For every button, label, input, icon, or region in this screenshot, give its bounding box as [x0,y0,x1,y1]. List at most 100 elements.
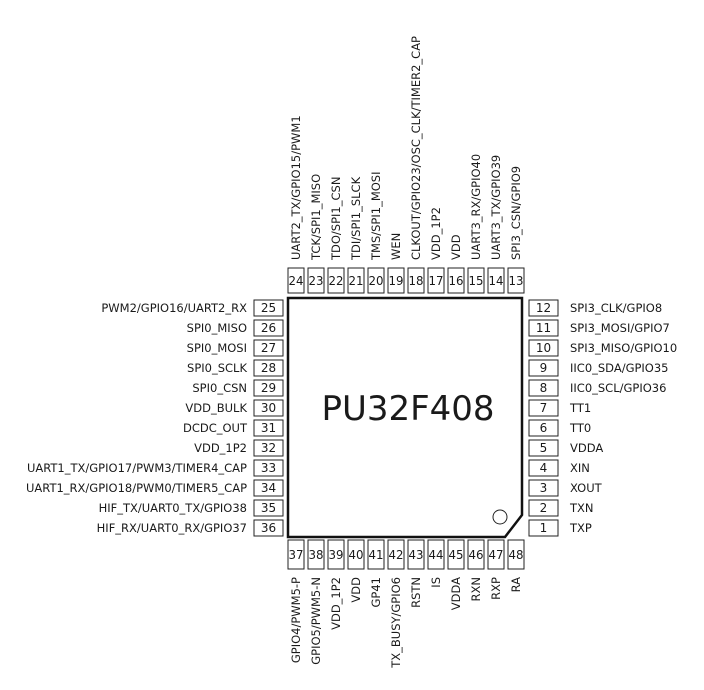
pin-label: TMS/SPI1_MOSI [369,172,383,261]
pin-number: 26 [261,321,276,335]
pin-box [507,539,525,570]
pin-number: 42 [389,548,404,562]
pin-label: IIC0_SCL/GPIO36 [570,381,666,395]
pin-box [253,319,284,337]
pin-box [253,359,284,377]
pin-number: 23 [309,274,324,288]
pin-label: GP41 [369,577,383,607]
pin-number: 40 [349,548,364,562]
pin-17: 17 VDD_1P2 [427,207,445,294]
pin-number: 17 [429,274,444,288]
pin-number: 22 [329,274,344,288]
pin-number: 11 [536,321,551,335]
pin-box [407,539,425,570]
pin-box [528,459,559,477]
pin-box [253,519,284,537]
pin-number: 15 [469,274,484,288]
pin-label: RXN [469,577,483,601]
pin-number: 10 [536,341,551,355]
pin-number: 18 [409,274,424,288]
pin-number: 35 [261,501,276,515]
pin-number: 21 [349,274,364,288]
pin-number: 34 [261,481,276,495]
pin-label: GPIO4/PWM5-P [289,577,303,663]
chip-body [286,296,524,539]
pin-number: 6 [540,421,548,435]
pin-label: RA [509,577,523,593]
pin-box [327,539,345,570]
pin-box [253,419,284,437]
pin-number: 7 [540,401,548,415]
pin-label: PWM2/GPIO16/UART2_RX [101,301,247,315]
pin-number: 45 [449,548,464,562]
pin-number: 13 [509,274,524,288]
pin-box [528,399,559,417]
pin-number: 2 [540,501,548,515]
pin-number: 4 [540,461,548,475]
pin-number: 27 [261,341,276,355]
pin-number: 39 [329,548,344,562]
pin-box [407,267,425,294]
pin-label: VDD_1P2 [429,207,443,260]
pin-label: SPI0_MISO [187,321,247,335]
pin-label: HIF_RX/UART0_RX/GPIO37 [97,521,247,535]
pin-number: 48 [509,548,524,562]
pin-label: VDDA [570,441,603,455]
pin-number: 37 [289,548,304,562]
pin-number: 28 [261,361,276,375]
pin-label: VDD_1P2 [194,441,247,455]
pin-label: SPI3_CLK/GPIO8 [570,301,662,315]
pin-box [427,539,445,570]
pin-label: TDO/SPI1_CSN [329,177,343,261]
pin-box [528,479,559,497]
pin-label: IS [429,577,443,588]
pin-label: TT0 [569,421,591,435]
pin-15: 15 UART3_RX/GPIO40 [467,154,485,294]
pin-box [528,519,559,537]
pin-number: 41 [369,548,384,562]
pin-label: CLKOUT/GPIO23/OSC_CLK/TIMER2_CAP [409,36,423,260]
pin-label: XIN [570,461,590,475]
pin-number: 38 [309,548,324,562]
pin-label: UART3_RX/GPIO40 [469,154,483,260]
pin-box [528,419,559,437]
pin-label: SPI0_CSN [192,381,247,395]
pin-label: TXN [569,501,594,515]
pin-box [253,459,284,477]
pin-box [253,379,284,397]
pin-box [253,339,284,357]
pin-number: 44 [429,548,444,562]
pin-number: 25 [261,301,276,315]
pin-box [487,539,505,570]
pin1-marker-circle [492,509,508,525]
pin-22: 22 TDO/SPI1_CSN [327,177,345,294]
pin-box [528,379,559,397]
pin-box [447,267,465,294]
pin-number: 14 [489,274,504,288]
pin-box [447,539,465,570]
pin-box [427,267,445,294]
chip-name: PU32F408 [321,389,494,429]
